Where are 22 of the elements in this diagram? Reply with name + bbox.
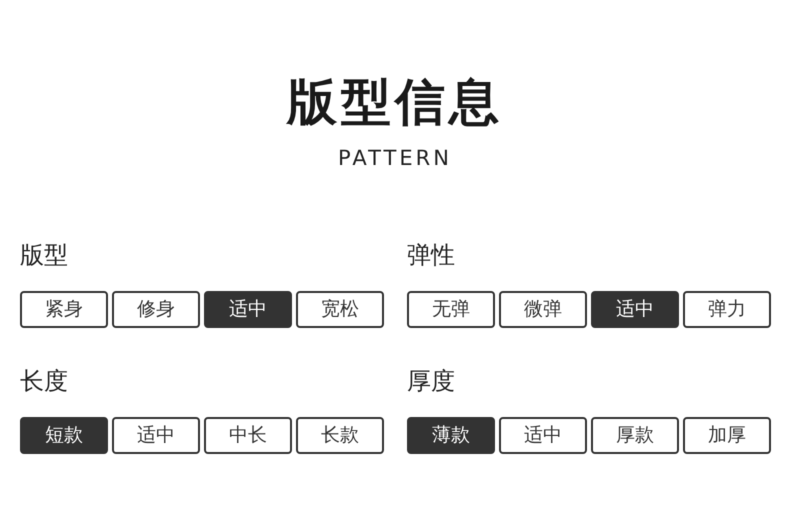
option-tag: 长款 <box>296 417 384 454</box>
option-tag: 无弹 <box>407 291 495 328</box>
option-tag: 宽松 <box>296 291 384 328</box>
section-heading: 版型 <box>20 240 68 270</box>
selected-option-tag: 适中 <box>204 291 292 328</box>
option-tag: 厚款 <box>591 417 679 454</box>
option-tag: 中长 <box>204 417 292 454</box>
section-heading: 厚度 <box>407 366 455 396</box>
section-heading: 长度 <box>20 366 68 396</box>
section-heading: 弹性 <box>407 240 455 270</box>
option-tag: 加厚 <box>683 417 771 454</box>
option-tag: 修身 <box>112 291 200 328</box>
option-tag: 适中 <box>499 417 587 454</box>
selected-option-tag: 薄款 <box>407 417 495 454</box>
option-tag: 微弹 <box>499 291 587 328</box>
subtitle: PATTERN <box>337 145 453 171</box>
selected-option-tag: 短款 <box>20 417 108 454</box>
option-tag: 弹力 <box>683 291 771 328</box>
option-tag: 紧身 <box>20 291 108 328</box>
page-title: 版型信息 <box>285 72 504 133</box>
selected-option-tag: 适中 <box>591 291 679 328</box>
option-tag: 适中 <box>112 417 200 454</box>
